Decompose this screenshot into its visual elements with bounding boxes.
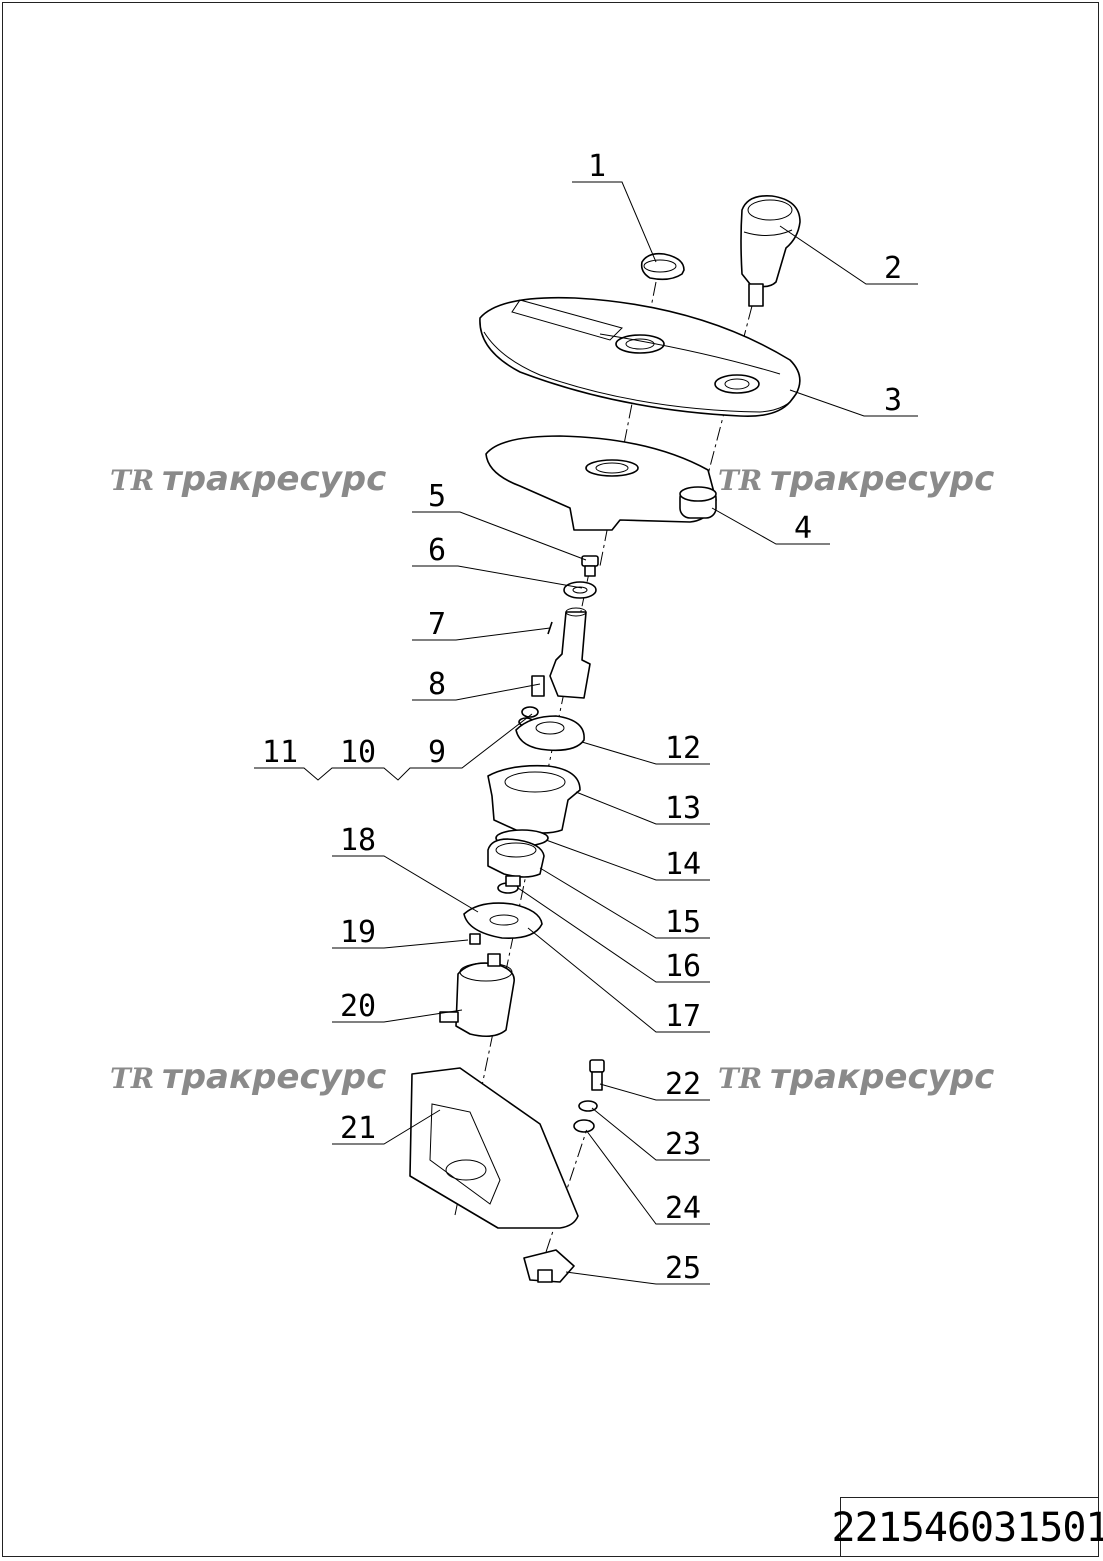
watermark-logo: TR bbox=[110, 464, 154, 497]
callout-7: 7 bbox=[428, 607, 446, 642]
part-15-bearing bbox=[487, 838, 545, 878]
part-3-cover bbox=[479, 296, 801, 418]
callout-labels: 1 2 3 4 5 6 7 8 9 10 11 12 13 14 15 16 1… bbox=[262, 149, 902, 1286]
callout-2: 2 bbox=[884, 251, 902, 286]
callout-23: 23 bbox=[665, 1127, 701, 1162]
document-number-box: 221546031501 bbox=[832, 1497, 1103, 1557]
part-20-sensor bbox=[439, 953, 515, 1038]
part-18-plate bbox=[463, 902, 543, 940]
watermark-text: тракресурс bbox=[770, 459, 994, 499]
part-25-nut-plate bbox=[523, 1249, 575, 1283]
callout-9: 9 bbox=[428, 735, 446, 770]
callout-6: 6 bbox=[428, 533, 446, 568]
part-21-bracket bbox=[409, 1067, 579, 1229]
watermark-text: тракресурс bbox=[162, 459, 386, 499]
callout-15: 15 bbox=[665, 905, 701, 940]
part-13-housing bbox=[487, 764, 581, 834]
part-22-bolt bbox=[589, 1059, 605, 1091]
part-5-bolt bbox=[581, 555, 599, 577]
callout-5: 5 bbox=[428, 479, 446, 514]
part-2-knob bbox=[740, 194, 801, 307]
watermark-logo: TR bbox=[110, 1062, 154, 1095]
callout-11: 11 bbox=[262, 735, 298, 770]
part-8-shaft bbox=[531, 607, 591, 699]
callout-10: 10 bbox=[340, 735, 376, 770]
callout-21: 21 bbox=[340, 1111, 376, 1146]
watermark-text: тракресурс bbox=[770, 1057, 994, 1097]
part-19-screw bbox=[469, 933, 481, 945]
callout-20: 20 bbox=[340, 989, 376, 1024]
watermark-logo: TR bbox=[718, 464, 762, 497]
watermark: TR тракресурс bbox=[110, 1057, 386, 1097]
callout-19: 19 bbox=[340, 915, 376, 950]
watermark: TR тракресурс bbox=[110, 459, 386, 499]
part-24-washer bbox=[573, 1119, 595, 1133]
callout-18: 18 bbox=[340, 823, 376, 858]
callout-13: 13 bbox=[665, 791, 701, 826]
watermark-text: тракресурс bbox=[162, 1057, 386, 1097]
callout-24: 24 bbox=[665, 1191, 701, 1226]
callout-3: 3 bbox=[884, 383, 902, 418]
callout-17: 17 bbox=[665, 999, 701, 1034]
callout-14: 14 bbox=[665, 847, 701, 882]
watermark-logo: TR bbox=[718, 1062, 762, 1095]
part-16-bushing bbox=[497, 875, 521, 894]
callout-4: 4 bbox=[794, 511, 812, 546]
watermark: TR тракресурс bbox=[718, 1057, 994, 1097]
callout-8: 8 bbox=[428, 667, 446, 702]
callout-22: 22 bbox=[665, 1067, 701, 1102]
watermark: TR тракресурс bbox=[718, 459, 994, 499]
part-12-flange bbox=[515, 715, 585, 752]
callout-16: 16 bbox=[665, 949, 701, 984]
leader-lines bbox=[254, 181, 918, 1285]
callout-25: 25 bbox=[665, 1251, 701, 1286]
callout-12: 12 bbox=[665, 731, 701, 766]
part-1-cap bbox=[640, 252, 685, 281]
document-number: 221546031501 bbox=[831, 1504, 1103, 1551]
part-4-base-plate bbox=[485, 435, 717, 531]
callout-1: 1 bbox=[588, 149, 606, 184]
part-6-washer bbox=[563, 581, 597, 599]
